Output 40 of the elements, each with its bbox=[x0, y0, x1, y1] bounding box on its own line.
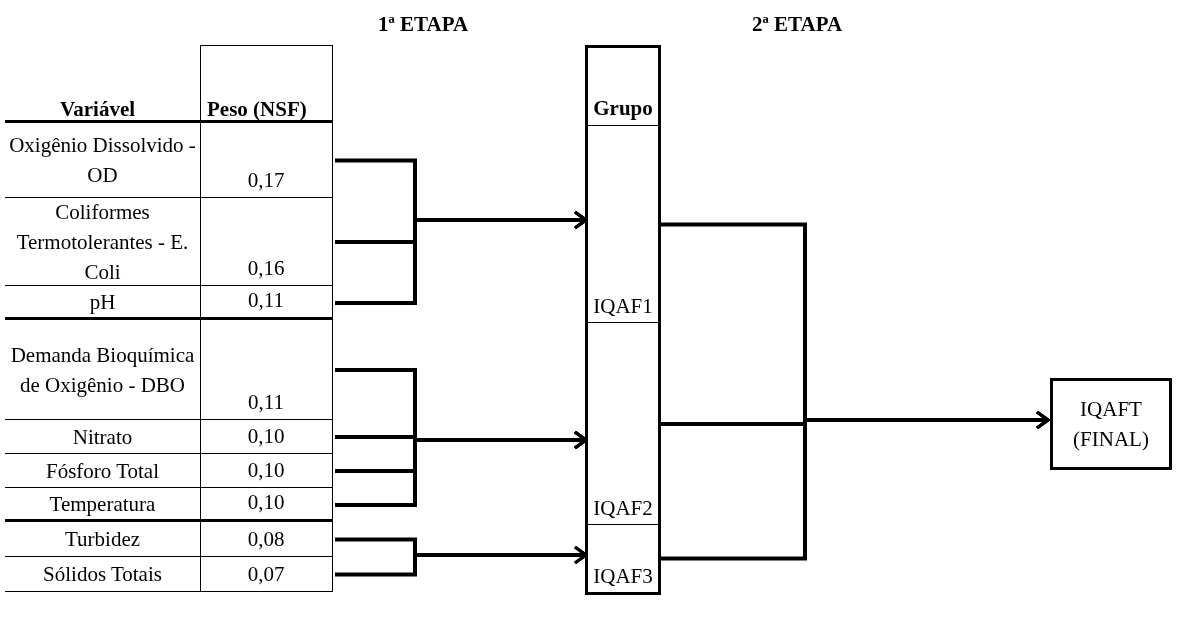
weight-value: 0,10 bbox=[200, 453, 333, 487]
stage-heading: 1ª ETAPA bbox=[378, 12, 469, 37]
group-cell: IQAF1 bbox=[588, 126, 658, 323]
bracket-arrow bbox=[335, 210, 588, 305]
weight-value: 0,10 bbox=[200, 485, 333, 519]
weight-value: 0,16 bbox=[200, 251, 333, 285]
table-row bbox=[5, 522, 333, 557]
variable-name: Oxigênio Dissolvido - OD bbox=[5, 123, 201, 197]
column-header: Variável bbox=[60, 97, 136, 122]
column-header: Grupo bbox=[588, 48, 658, 126]
group-column bbox=[585, 45, 661, 595]
weight-value: 0,10 bbox=[200, 419, 333, 453]
table-row bbox=[5, 123, 333, 198]
table-row bbox=[5, 198, 333, 286]
table-row bbox=[5, 420, 333, 454]
variable-name: Turbidez bbox=[5, 522, 201, 556]
bracket-arrow bbox=[335, 430, 588, 507]
table-row bbox=[5, 320, 333, 420]
stage-heading: 2ª ETAPA bbox=[752, 12, 843, 37]
weight-value: 0,11 bbox=[200, 283, 333, 317]
weight-value: 0,08 bbox=[200, 522, 333, 556]
column-header: Peso (NSF) bbox=[207, 97, 307, 122]
weight-value: 0,17 bbox=[200, 163, 333, 197]
bracket-arrow bbox=[335, 545, 588, 577]
variable-name: pH bbox=[5, 286, 201, 317]
group-cell: IQAF2 bbox=[588, 323, 658, 525]
variable-name: Nitrato bbox=[5, 420, 201, 453]
table-row bbox=[5, 454, 333, 488]
weight-value: 0,11 bbox=[200, 385, 333, 419]
weight-value: 0,07 bbox=[200, 557, 333, 591]
variable-name: Temperatura bbox=[5, 488, 201, 519]
table-row bbox=[5, 286, 333, 320]
bracket-arrow bbox=[661, 410, 1050, 561]
table-row bbox=[5, 488, 333, 522]
variable-name: Sólidos Totais bbox=[5, 557, 201, 591]
variable-name: Demanda Bioquímica de Oxigênio - DBO bbox=[5, 320, 201, 419]
result-box: IQAFT (FINAL) bbox=[1050, 378, 1172, 470]
variable-name: Fósforo Total bbox=[5, 454, 201, 487]
group-cell: IQAF3 bbox=[588, 525, 658, 592]
table-row bbox=[5, 557, 333, 592]
